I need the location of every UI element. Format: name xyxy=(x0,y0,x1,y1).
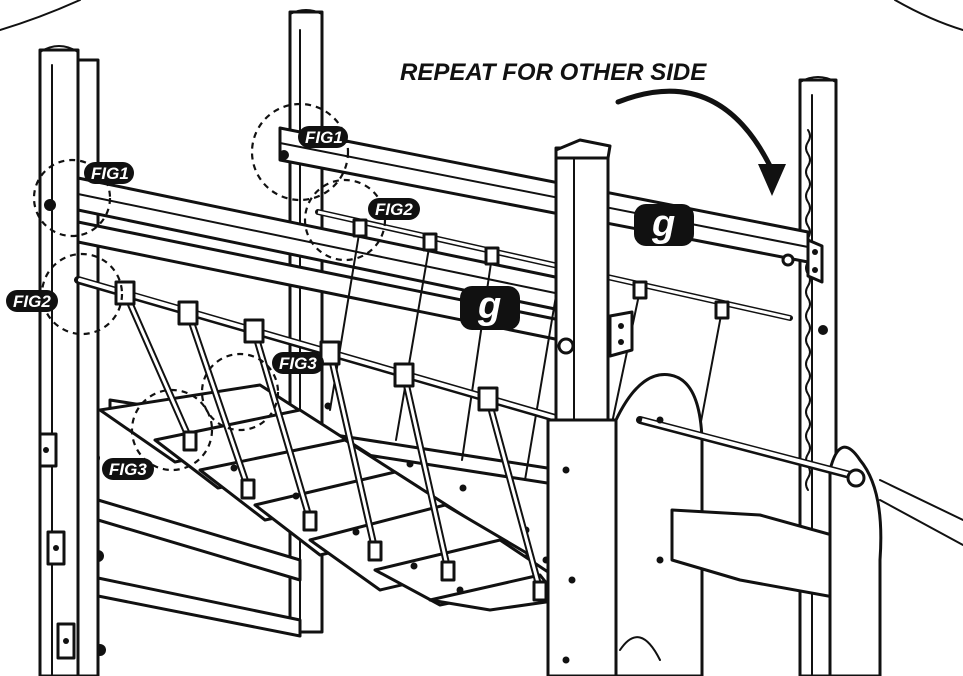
fig3-detail-circle-lower xyxy=(130,388,214,472)
part-g-label-back-text: g xyxy=(651,203,675,245)
fig1-label-front: FIG1 xyxy=(84,162,134,184)
fig3-label-upper-text: FIG3 xyxy=(279,354,317,373)
fig3-label-lower-text: FIG3 xyxy=(109,460,147,479)
part-g-label-back: g xyxy=(634,203,694,246)
fig1-detail-circle-back xyxy=(250,102,350,202)
fig1-detail-circle-front xyxy=(32,158,112,238)
detail-circle-left-fragment xyxy=(0,0,81,31)
repeat-instruction: REPEAT FOR OTHER SIDE xyxy=(400,59,707,86)
side-panel-structure xyxy=(546,373,963,676)
fig3-label-upper: FIG3 xyxy=(272,352,324,374)
part-g-label-front: g xyxy=(460,285,520,330)
fig1-label-front-text: FIG1 xyxy=(91,164,129,183)
fig2-label-back: FIG2 xyxy=(368,198,420,220)
fig2-label-front: FIG2 xyxy=(6,290,58,312)
curved-arrow-icon xyxy=(615,88,786,196)
fig2-label-front-text: FIG2 xyxy=(13,292,51,311)
fig3-label-lower: FIG3 xyxy=(102,458,154,480)
fig2-label-back-text: FIG2 xyxy=(375,200,413,219)
bridge-planks xyxy=(98,383,562,612)
front-lower-rails xyxy=(96,498,302,638)
front-left-top-rails xyxy=(76,176,562,342)
fig1-label-back-text: FIG1 xyxy=(305,128,343,147)
front-left-post xyxy=(38,45,106,676)
detail-circle-right-fragment xyxy=(894,0,963,31)
front-rope-assembly xyxy=(74,276,559,602)
part-g-label-front-text: g xyxy=(477,285,501,327)
fig3-detail-circle-upper xyxy=(200,352,280,432)
fig1-label-back: FIG1 xyxy=(298,126,348,148)
back-rope-assembly xyxy=(315,209,793,481)
